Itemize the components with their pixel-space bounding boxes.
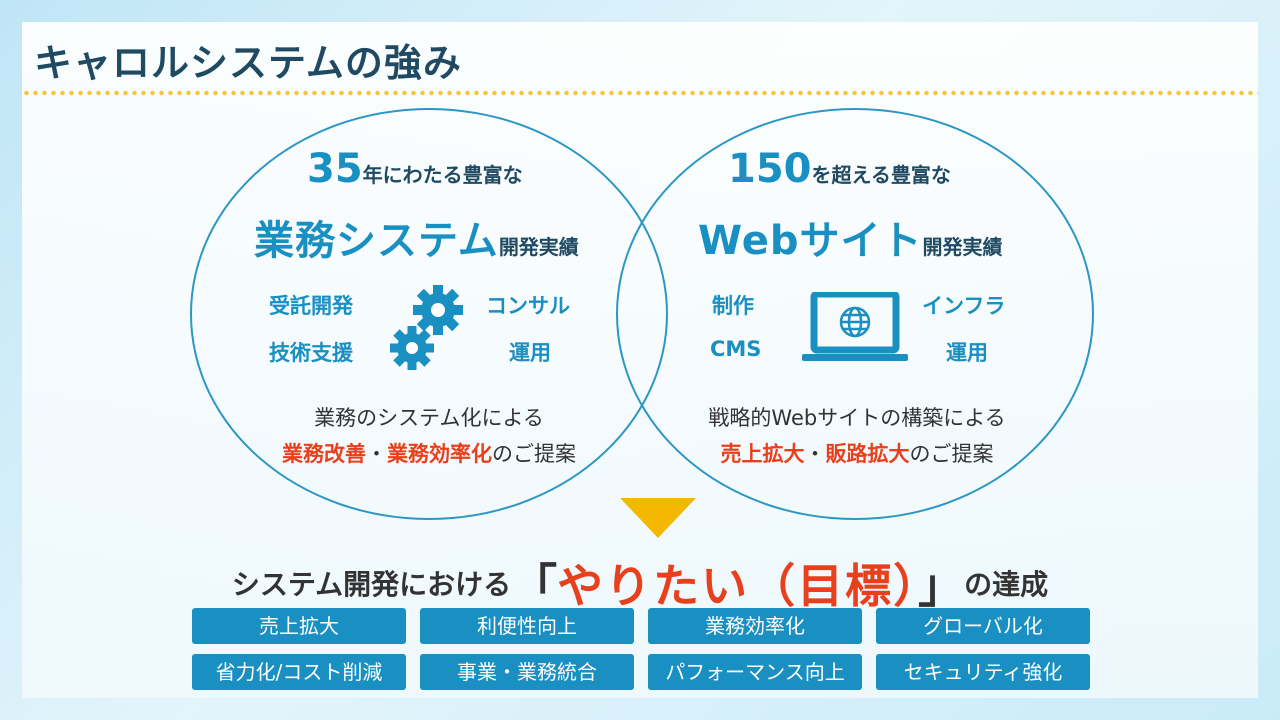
left-headline-2: 業務システム開発実績 [254, 208, 579, 266]
right-headline-1: 150を超える豊富な [728, 146, 951, 192]
right-sub-title: 開発実績 [922, 235, 1003, 259]
left-desc-line1: 業務のシステム化による [314, 406, 544, 430]
goal-suffix: の達成 [964, 568, 1049, 601]
left-desc-highlight-1: 業務改善 [282, 442, 366, 466]
right-service-3: CMS [710, 337, 762, 361]
goal-prefix: システム開発における [231, 568, 512, 601]
right-desc-sep: ・ [804, 442, 826, 466]
page-title: キャロルシステムの強み [34, 41, 462, 85]
left-service-3: 技術支援 [269, 341, 353, 365]
right-main-title: Webサイト [698, 218, 923, 264]
right-headline-2: Webサイト開発実績 [698, 208, 1002, 266]
tag-item: 利便性向上 [420, 608, 634, 644]
right-service-2: インフラ [922, 294, 1006, 318]
left-desc-highlight-2: 業務効率化 [387, 442, 492, 466]
right-service-4: 運用 [946, 341, 988, 365]
right-desc-line1: 戦略的Webサイトの構築による [708, 406, 1006, 430]
right-desc-highlight-1: 売上拡大 [720, 442, 805, 466]
tag-item: グローバル化 [876, 608, 1090, 644]
goal-close-quote: 」 [918, 559, 965, 613]
left-main-title: 業務システム [254, 218, 499, 264]
left-service-4: 運用 [509, 341, 551, 365]
tag-item: 省力化/コスト削減 [192, 654, 406, 690]
left-service-2: コンサル [486, 294, 570, 318]
goal-statement: システム開発における「やりたい（目標）」の達成 [22, 550, 1258, 616]
gears-icon [390, 285, 463, 370]
right-desc-line2: 売上拡大・販路拡大のご提案 [662, 438, 1052, 468]
left-desc-line2: 業務改善・業務効率化のご提案 [240, 438, 618, 468]
right-service-1: 制作 [712, 294, 754, 318]
down-triangle-icon [620, 498, 696, 538]
right-circle [616, 108, 1094, 520]
right-desc-highlight-2: 販路拡大 [825, 442, 910, 466]
monitor-globe-icon [802, 292, 908, 361]
tag-item: セキュリティ強化 [876, 654, 1090, 690]
slide: キャロルシステムの強み 35年にわたる豊富な 業務システム開発実績 受託開発 コ… [22, 22, 1258, 698]
left-desc-tail: のご提案 [492, 442, 576, 466]
right-desc-tail: のご提案 [909, 442, 994, 466]
left-service-1: 受託開発 [269, 294, 353, 318]
tag-item: 売上拡大 [192, 608, 406, 644]
dotted-divider [22, 90, 1258, 96]
left-headline-1: 35年にわたる豊富な [307, 146, 523, 192]
tag-item: パフォーマンス向上 [648, 654, 862, 690]
right-headline-text: を超える豊富な [811, 163, 951, 187]
left-desc-sep: ・ [366, 442, 387, 466]
right-count: 150 [728, 146, 812, 192]
left-years: 35 [307, 146, 363, 192]
left-sub-title: 開発実績 [498, 235, 579, 259]
tag-item: 業務効率化 [648, 608, 862, 644]
tag-item: 事業・業務統合 [420, 654, 634, 690]
goal-tags: 売上拡大 利便性向上 業務効率化 グローバル化 省力化/コスト削減 事業・業務統… [192, 608, 1090, 690]
goal-open-quote: 「 [511, 559, 558, 613]
goal-highlight: やりたい（目標） [557, 559, 919, 613]
left-headline-text: 年にわたる豊富な [362, 163, 523, 187]
